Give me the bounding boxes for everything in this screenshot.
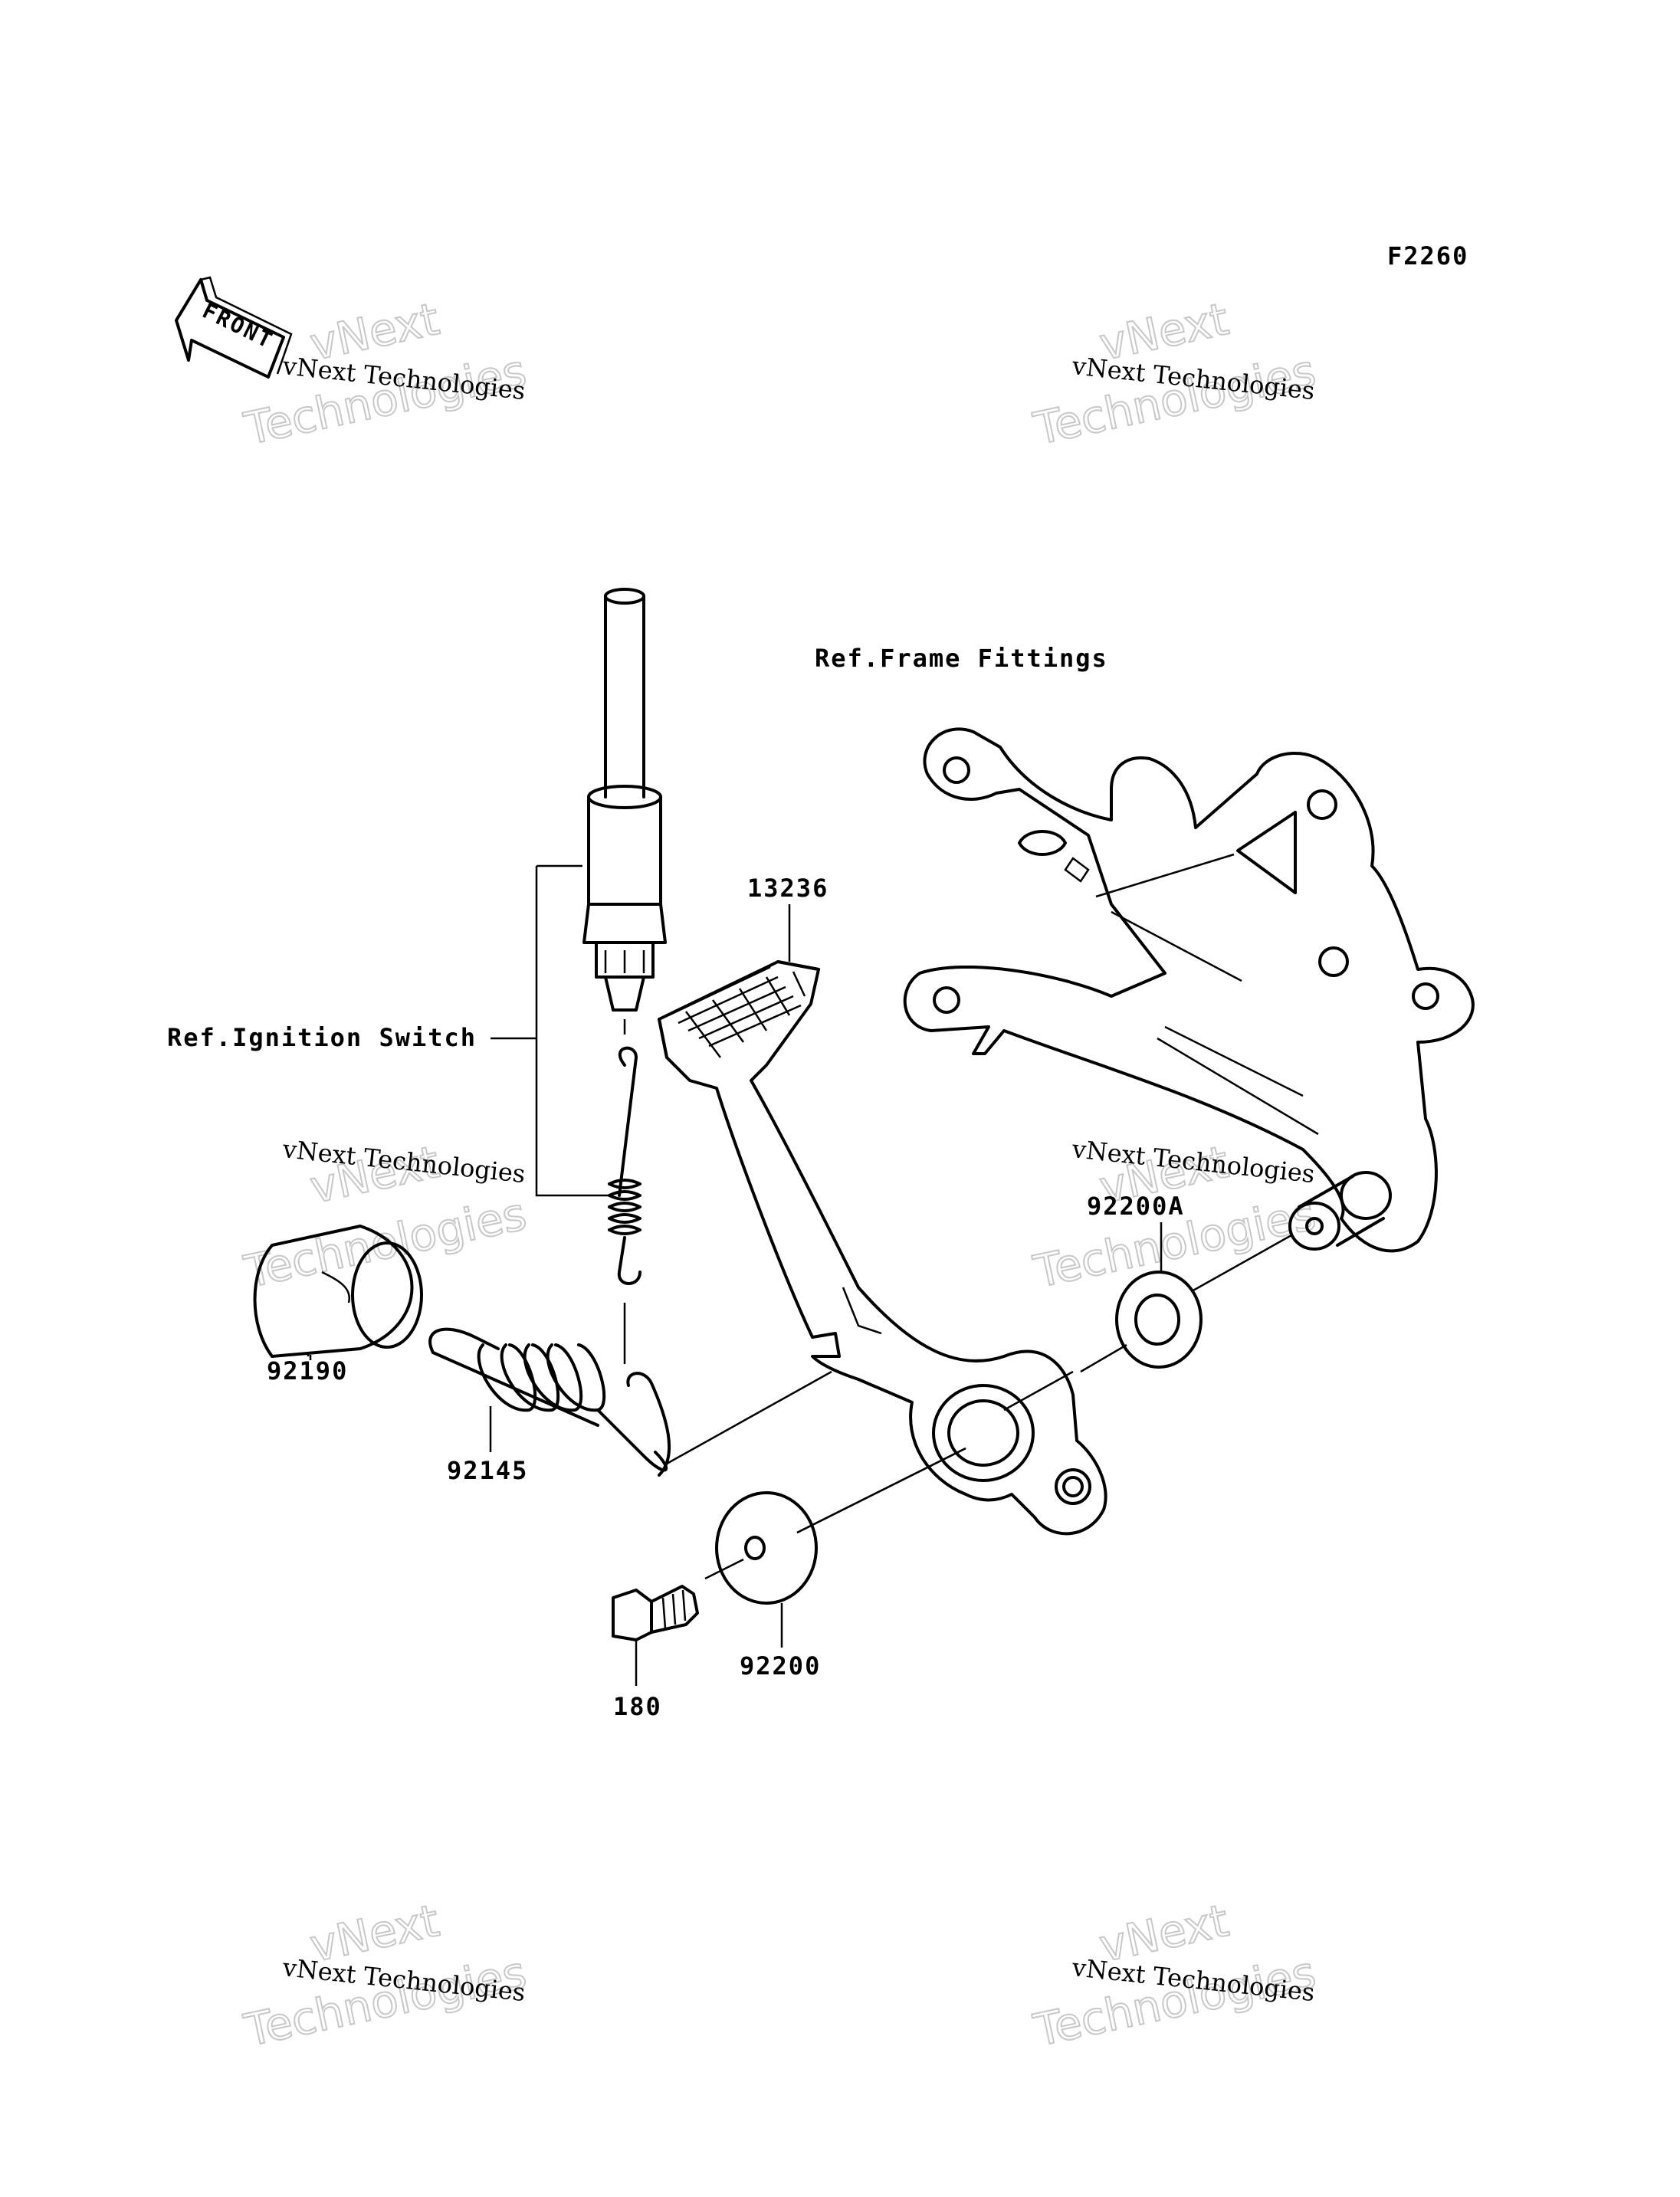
pivot-shaft xyxy=(1191,1171,1392,1293)
brake-pedal xyxy=(658,960,1107,1536)
label-92200: 92200 xyxy=(740,1603,821,1681)
collar-92190 xyxy=(253,1225,423,1358)
label-92200A: 92200A xyxy=(1087,1192,1185,1272)
bolt-180 xyxy=(612,1585,699,1641)
frame-fittings-bracket xyxy=(903,727,1475,1253)
figure-code: F2260 xyxy=(1387,241,1468,271)
svg-text:92200: 92200 xyxy=(740,1651,821,1681)
svg-text:13236: 13236 xyxy=(747,874,829,903)
label-180: 180 xyxy=(613,1640,662,1721)
svg-text:180: 180 xyxy=(613,1692,662,1721)
ignition-switch-leader xyxy=(491,864,609,1197)
watermark-top-left: vNext Technologies vNext Technologies xyxy=(239,292,532,456)
label-92145: 92145 xyxy=(447,1406,528,1485)
front-arrow-icon: FRONT xyxy=(175,276,293,379)
switch-spring xyxy=(608,1046,641,1364)
watermark-bottom-right: vNext Technologies vNext Technologies xyxy=(1029,1894,1321,2058)
svg-text:92190: 92190 xyxy=(267,1356,348,1385)
front-label: FRONT xyxy=(199,298,278,354)
svg-text:92145: 92145 xyxy=(447,1456,528,1485)
spring-92145 xyxy=(428,1327,832,1477)
ref-frame-fittings-label: Ref.Frame Fittings xyxy=(815,644,1108,673)
ref-ignition-switch-label: Ref.Ignition Switch xyxy=(167,1023,477,1052)
watermark-middle-left: vNext Technologies vNext Technologies xyxy=(239,1134,532,1299)
ignition-switch xyxy=(582,588,667,1035)
watermark-bottom-left: vNext Technologies vNext Technologies xyxy=(239,1894,532,2058)
label-92190: 92190 xyxy=(267,1353,348,1385)
watermark-top-right: vNext Technologies vNext Technologies xyxy=(1029,292,1321,456)
label-13236: 13236 xyxy=(747,874,829,962)
washer-92200A xyxy=(1080,1271,1203,1373)
svg-text:92200A: 92200A xyxy=(1087,1192,1185,1221)
washer-92200 xyxy=(704,1447,966,1605)
pedal-axis-line xyxy=(796,1370,1074,1534)
